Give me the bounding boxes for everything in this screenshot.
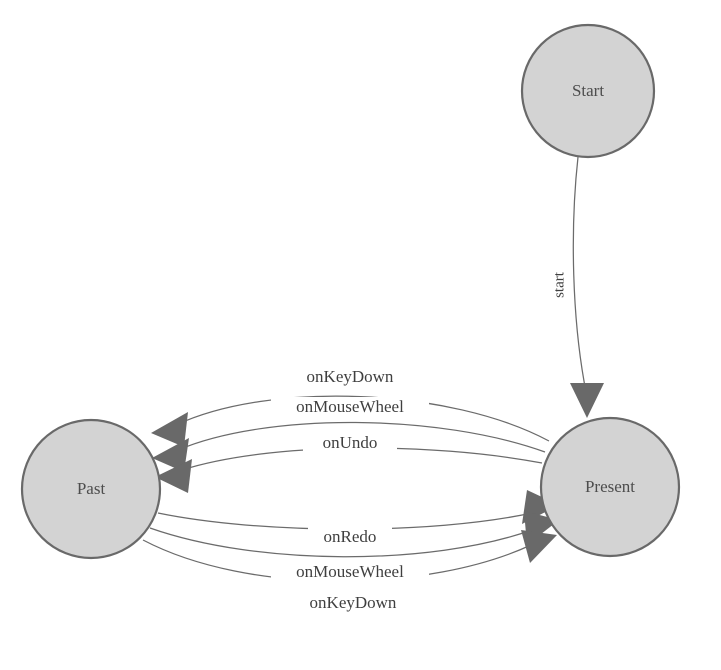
edge-start-to-present[interactable]: start bbox=[551, 156, 604, 418]
edge-label-group-upper: onKeyDown onMouseWheel onUndo bbox=[271, 367, 429, 455]
edge-path-mousewheel-upper bbox=[177, 421, 546, 453]
edge-present-to-past-mousewheel[interactable] bbox=[152, 421, 546, 472]
arrowhead-present-top bbox=[570, 383, 604, 418]
label-backdrop-mousewheel-lower bbox=[271, 562, 429, 584]
edge-label-mousewheel-lower: onMouseWheel bbox=[296, 562, 404, 581]
node-start-circle bbox=[520, 23, 656, 159]
label-backdrop-undo bbox=[303, 433, 397, 455]
edge-label-group-lower: onRedo onMouseWheel onKeyDown bbox=[271, 527, 429, 615]
arrowhead-past-3 bbox=[155, 459, 192, 493]
label-backdrop-keydown-lower bbox=[286, 593, 422, 615]
node-present[interactable]: Present bbox=[539, 416, 681, 558]
edge-label-start: start bbox=[551, 271, 567, 298]
arrowhead-past-1 bbox=[151, 412, 188, 447]
edge-label-keydown-upper: onKeyDown bbox=[307, 367, 394, 386]
node-past-circle bbox=[20, 418, 162, 560]
node-past[interactable]: Past bbox=[20, 418, 162, 560]
edge-label-undo: onUndo bbox=[323, 433, 378, 452]
edge-label-redo: onRedo bbox=[324, 527, 377, 546]
label-backdrop-mousewheel-upper bbox=[271, 397, 429, 419]
arrowhead-present-3 bbox=[521, 530, 557, 563]
edge-path-keydown-upper bbox=[175, 395, 550, 442]
edge-path-mousewheel-lower bbox=[149, 527, 533, 558]
edge-label-keydown-lower: onKeyDown bbox=[310, 593, 397, 612]
edge-past-to-present-redo[interactable] bbox=[157, 490, 559, 530]
node-present-circle bbox=[539, 416, 681, 558]
edge-label-mousewheel-upper: onMouseWheel bbox=[296, 397, 404, 416]
label-backdrop-keydown-upper bbox=[281, 367, 417, 389]
arrowhead-past-2 bbox=[152, 438, 189, 472]
node-start[interactable]: Start bbox=[520, 23, 656, 159]
edge-present-to-past-keydown[interactable] bbox=[151, 395, 550, 447]
label-backdrop-redo bbox=[308, 527, 392, 549]
edge-path-start bbox=[572, 156, 587, 393]
